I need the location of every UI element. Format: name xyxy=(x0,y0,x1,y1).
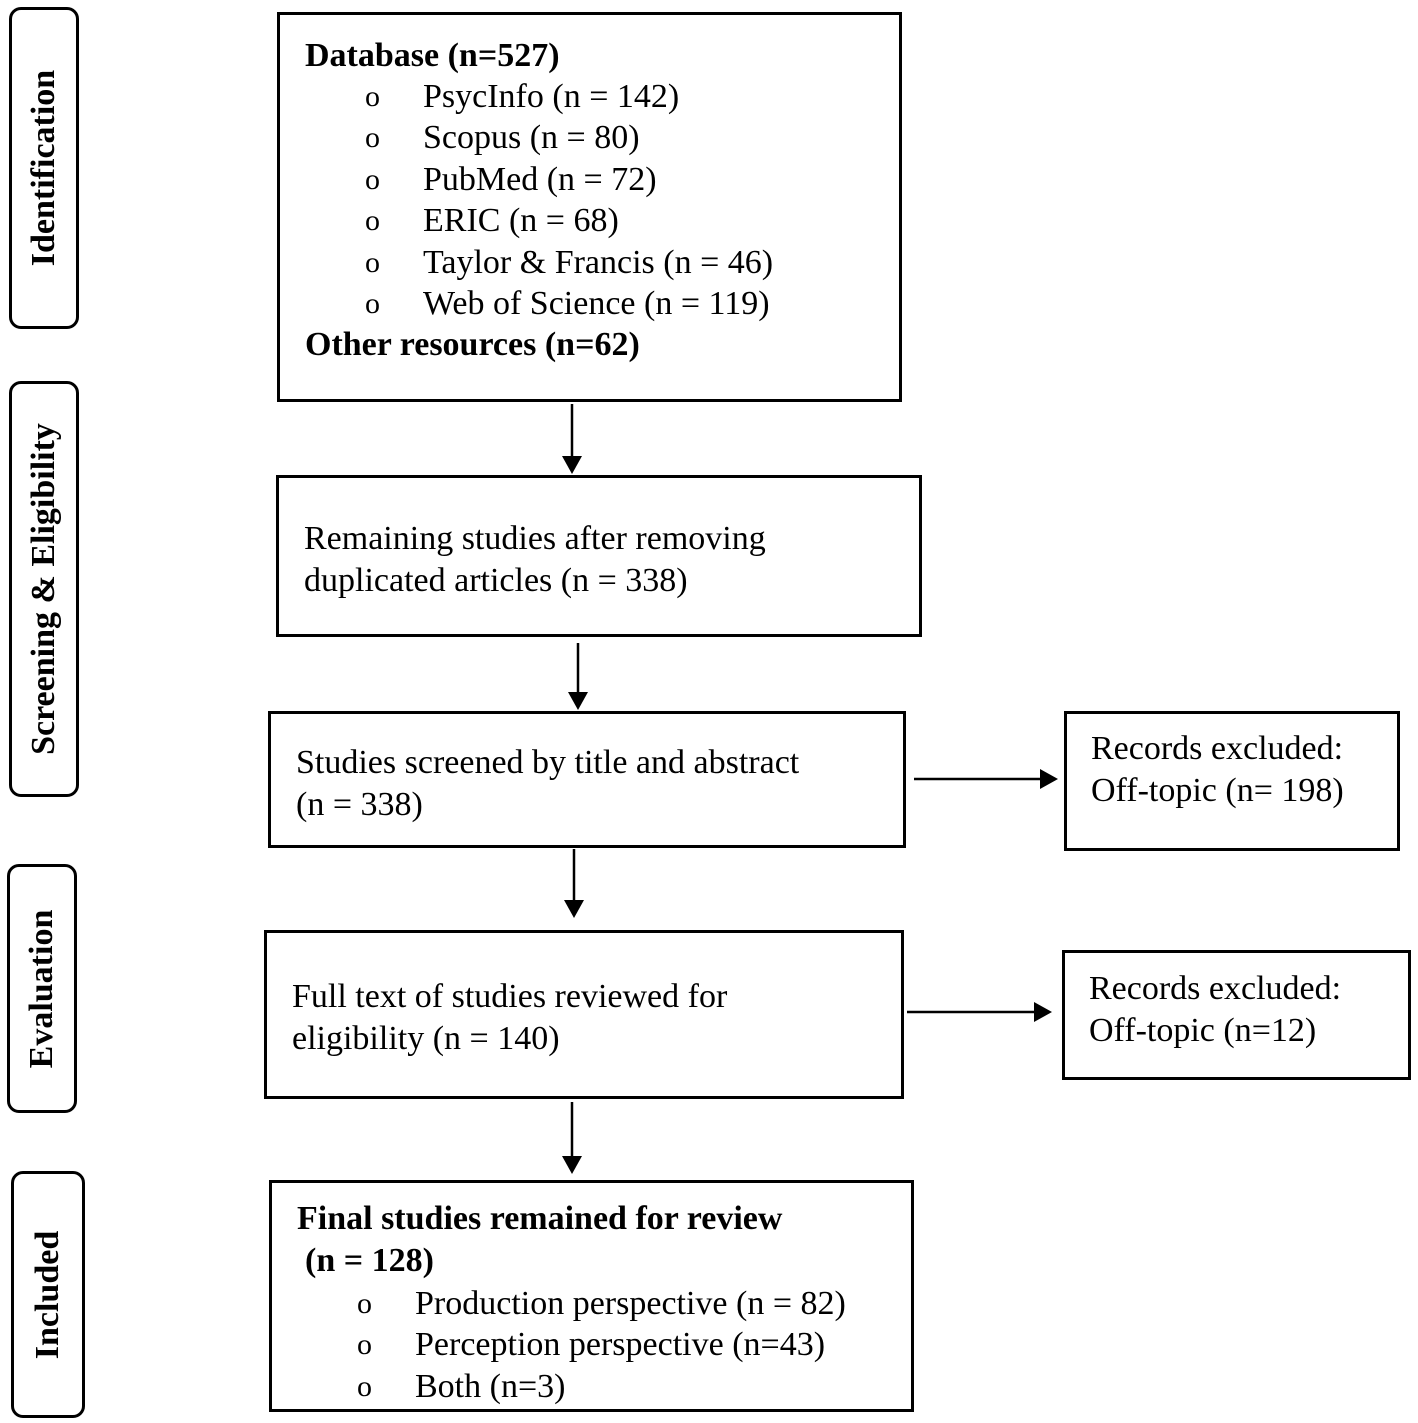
database-heading: Database (n=527) xyxy=(305,37,560,74)
fulltext-line-1: Full text of studies reviewed for xyxy=(292,978,728,1015)
final-heading-1: Final studies remained for review xyxy=(297,1200,783,1237)
screening-line-2: (n = 338) xyxy=(296,786,423,823)
bullet-icon: o xyxy=(357,1287,372,1320)
excluded-screening-line-1: Records excluded: xyxy=(1091,730,1344,767)
dedup-line-1: Remaining studies after removing xyxy=(304,520,766,557)
bullet-icon: o xyxy=(365,246,380,279)
stage-identification: Identification xyxy=(9,7,79,329)
identification-box: Database (n=527) o PsycInfo (n = 142) o … xyxy=(277,12,902,402)
database-item-label: Scopus (n = 80) xyxy=(423,119,640,156)
bullet-icon: o xyxy=(365,121,380,154)
fulltext-box: Full text of studies reviewed for eligib… xyxy=(264,930,904,1099)
final-item-label: Production perspective (n = 82) xyxy=(415,1285,846,1322)
stage-screening: Screening & Eligibility xyxy=(9,381,79,797)
other-resources-heading: Other resources (n=62) xyxy=(305,326,640,363)
screening-box: Studies screened by title and abstract (… xyxy=(268,711,906,848)
screening-line-1: Studies screened by title and abstract xyxy=(296,744,800,781)
arrowhead-fulltext-to-excluded xyxy=(1034,1002,1052,1022)
stage-included: Included xyxy=(11,1171,85,1418)
fulltext-line-2: eligibility (n = 140) xyxy=(292,1020,560,1057)
database-item-label: PubMed (n = 72) xyxy=(423,161,657,198)
database-item-label: ERIC (n = 68) xyxy=(423,202,619,239)
final-box: Final studies remained for review (n = 1… xyxy=(269,1180,914,1412)
bullet-icon: o xyxy=(365,80,380,113)
arrowhead-dedup-to-screening xyxy=(568,692,588,710)
bullet-icon: o xyxy=(357,1370,372,1403)
excluded-screening-line-2: Off-topic (n= 198) xyxy=(1091,772,1344,809)
arrowhead-screening-to-fulltext xyxy=(564,900,584,918)
database-item-label: PsycInfo (n = 142) xyxy=(423,78,680,115)
dedup-box: Remaining studies after removing duplica… xyxy=(276,475,922,637)
dedup-line-2: duplicated articles (n = 338) xyxy=(304,562,688,599)
excluded-fulltext-line-1: Records excluded: xyxy=(1089,970,1342,1007)
excluded-fulltext-line-2: Off-topic (n=12) xyxy=(1089,1012,1317,1049)
excluded-fulltext-box: Records excluded: Off-topic (n=12) xyxy=(1062,950,1411,1080)
bullet-icon: o xyxy=(365,287,380,320)
database-item-label: Web of Science (n = 119) xyxy=(423,285,770,322)
arrowhead-screening-to-excluded xyxy=(1040,769,1058,789)
bullet-icon: o xyxy=(357,1328,372,1361)
stage-evaluation: Evaluation xyxy=(7,864,77,1113)
arrowhead-fulltext-to-final xyxy=(562,1156,582,1174)
bullet-icon: o xyxy=(365,163,380,196)
excluded-screening-box: Records excluded: Off-topic (n= 198) xyxy=(1064,711,1400,851)
final-item-label: Both (n=3) xyxy=(415,1368,566,1405)
database-item-label: Taylor & Francis (n = 46) xyxy=(423,244,774,281)
final-item-label: Perception perspective (n=43) xyxy=(415,1326,826,1363)
bullet-icon: o xyxy=(365,204,380,237)
arrowhead-identification-to-dedup xyxy=(562,456,582,474)
final-heading-2: (n = 128) xyxy=(305,1242,434,1279)
